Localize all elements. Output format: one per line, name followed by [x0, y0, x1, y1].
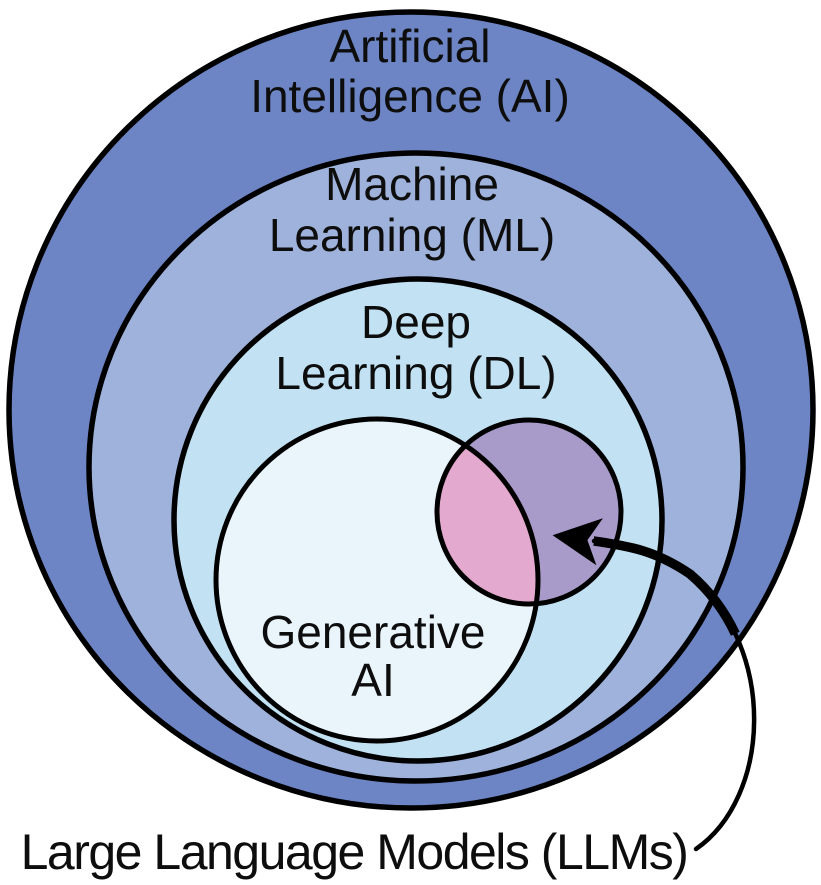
llm-caption: Large Language Models (LLMs): [21, 824, 688, 880]
generative-ai-label-line2: AI: [351, 654, 394, 706]
ml-label-line2: Learning (ML): [269, 209, 555, 261]
generative-ai-label-line1: Generative: [260, 606, 485, 658]
dl-label-line1: Deep: [361, 296, 471, 348]
llm-arrow-head-segment: [552, 518, 759, 853]
ai-label-line1: Artificial: [329, 20, 490, 72]
generative-ai-outline: [213, 416, 541, 744]
dl-label-line2: Learning (DL): [275, 347, 556, 399]
llm-outline: [434, 417, 624, 607]
ai-label-line2: Intelligence (AI): [250, 70, 570, 122]
ml-label-line1: Machine: [325, 158, 499, 210]
